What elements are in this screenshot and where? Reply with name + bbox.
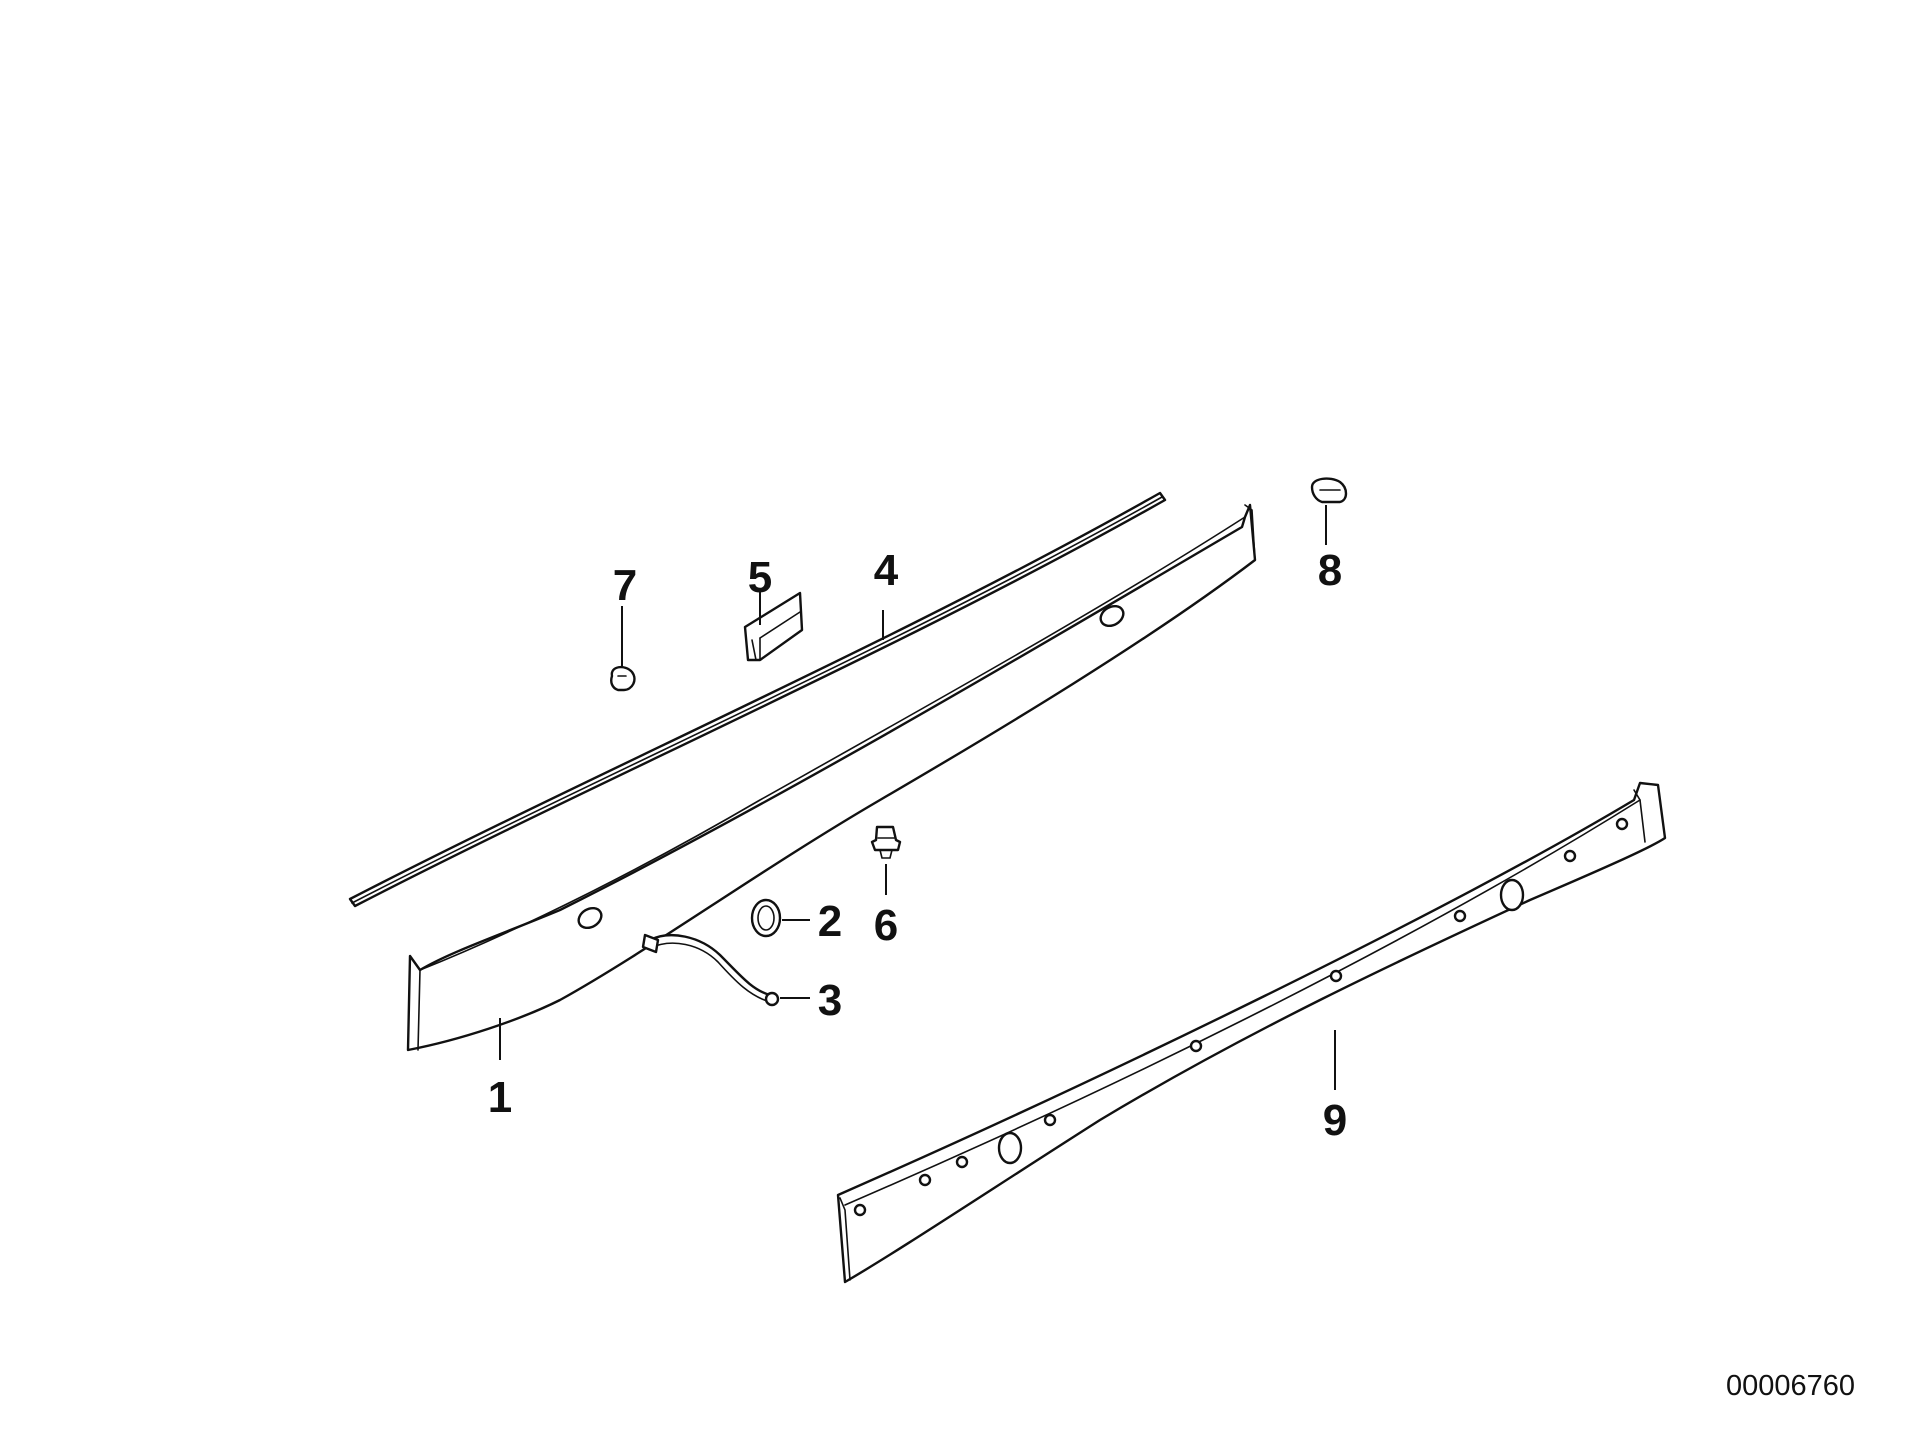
leader-lines	[499, 505, 1336, 1090]
clip-part-7	[610, 665, 636, 692]
moulding-strip-part-4	[348, 491, 1167, 908]
sill-cover-part-9	[836, 781, 1667, 1284]
callout-3: 3	[818, 976, 842, 1025]
callout-1: 1	[488, 1073, 512, 1122]
callout-7: 7	[613, 561, 637, 610]
push-rivet-part-6	[870, 825, 902, 859]
callout-6: 6	[874, 901, 898, 950]
callout-2: 2	[818, 897, 842, 946]
retaining-clip-part-5	[743, 591, 804, 662]
drawing-number: 00006760	[1726, 1370, 1855, 1402]
sill-trim-panel-part-1	[406, 503, 1257, 1052]
callout-9: 9	[1323, 1096, 1347, 1145]
callout-5: 5	[748, 553, 772, 602]
grommet-part-2	[750, 898, 782, 938]
callout-4: 4	[874, 546, 899, 595]
cable-part-3	[641, 933, 780, 1007]
sill-cover-holes	[853, 817, 1629, 1217]
callout-labels: 1 2 3 4 5 6 7 8 9	[488, 546, 1347, 1145]
screw-part-8	[1310, 477, 1348, 504]
callout-8: 8	[1318, 546, 1342, 595]
